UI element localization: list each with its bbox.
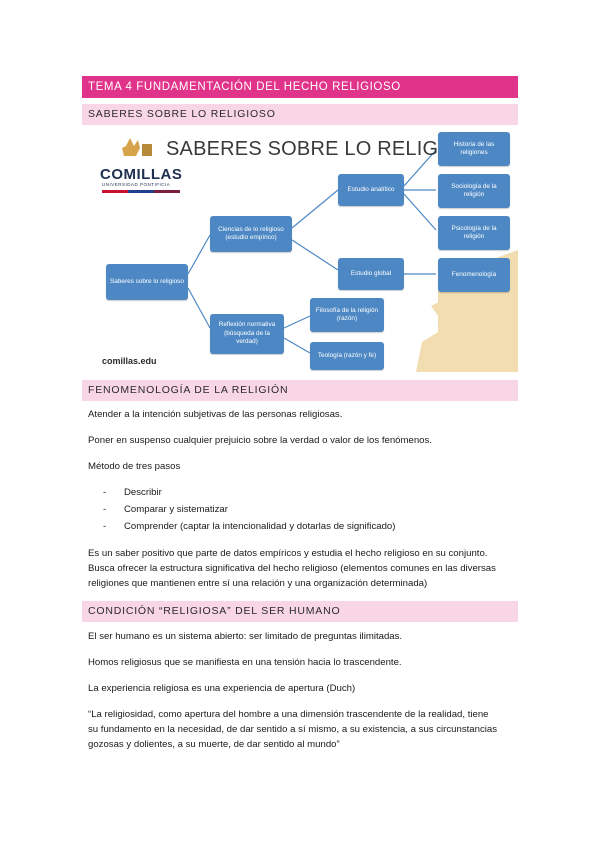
fenomenologia-paragraph-4-line-2: Busca ofrecer la estructura significativ… <box>88 563 496 574</box>
saberes-diagram: SABERES SOBRE LO RELIGIOSO COMILLAS UNIV… <box>86 128 518 372</box>
logo-subtitle: UNIVERSIDAD PONTIFICIA <box>102 182 171 187</box>
list-bullet: - <box>103 487 107 498</box>
logo-emblem <box>122 138 152 156</box>
section-title-fenomenologia: FENOMENOLOGÍA DE LA RELIGIÓN <box>82 380 518 401</box>
node-fenomenologia: Fenomenología <box>438 258 510 292</box>
node-psicologia: Psicología de la religión <box>438 216 510 250</box>
node-analitico: Estudio analítico <box>338 174 404 206</box>
node-global: Estudio global <box>338 258 404 290</box>
section-title-condicion: CONDICIÓN “RELIGIOSA” DEL SER HUMANO <box>82 601 518 622</box>
node-ciencias: Ciencias de lo religioso (estudio empíri… <box>210 216 292 252</box>
diagram-connectors <box>187 149 437 354</box>
condicion-paragraph-3: La experiencia religiosa es una experien… <box>88 683 356 694</box>
section-title-saberes: SABERES SOBRE LO RELIGIOSO <box>82 104 518 125</box>
logo-url: comillas.edu <box>102 356 157 366</box>
logo-stripe-maroon <box>154 190 180 193</box>
diagram-title: SABERES SOBRE LO RELIGIOSO <box>166 138 490 160</box>
fenomenologia-paragraph-1: Atender a la intención subjetivas de las… <box>88 409 343 420</box>
node-saberes: Saberes sobre lo religioso <box>106 264 188 300</box>
list-bullet: - <box>103 521 107 532</box>
logo-stripe-red <box>102 190 128 193</box>
condicion-quote-line-3: gozosas y dolientes, a su muerte, de dar… <box>88 739 340 750</box>
logo-stripe-blue <box>128 190 154 193</box>
fenomenologia-paragraph-2: Poner en suspenso cualquier prejuicio so… <box>88 435 432 446</box>
fenomenologia-paragraph-4-line-1: Es un saber positivo que parte de datos … <box>88 548 488 559</box>
logo-name: COMILLAS <box>100 166 183 183</box>
list-item: Describir <box>124 487 162 498</box>
fenomenologia-paragraph-3: Método de tres pasos <box>88 461 181 472</box>
condicion-quote-line-2: su fundamento en la necesidad, de dar se… <box>88 724 498 735</box>
condicion-quote-line-1: “La religiosidad, como apertura del homb… <box>88 709 489 720</box>
node-historia: Historia de las religiones <box>438 132 510 166</box>
list-item: Comprender (captar la intencionalidad y … <box>124 521 396 532</box>
condicion-paragraph-1: El ser humano es un sistema abierto: ser… <box>88 631 403 642</box>
page-title: TEMA 4 FUNDAMENTACIÓN DEL HECHO RELIGIOS… <box>82 76 518 98</box>
node-filosofia: Filosofía de la religión (razón) <box>310 298 384 332</box>
node-sociologia: Sociología de la religión <box>438 174 510 208</box>
condicion-paragraph-2: Homos religiosus que se manifiesta en un… <box>88 657 402 668</box>
node-teologia: Teología (razón y fe) <box>310 342 384 370</box>
list-item: Comparar y sistematizar <box>124 504 228 515</box>
node-reflexion: Reflexión normativa (búsqueda de la verd… <box>210 314 284 354</box>
fenomenologia-paragraph-4-line-3: religiones que mantienen entre sí una re… <box>88 578 428 589</box>
list-bullet: - <box>103 504 107 515</box>
